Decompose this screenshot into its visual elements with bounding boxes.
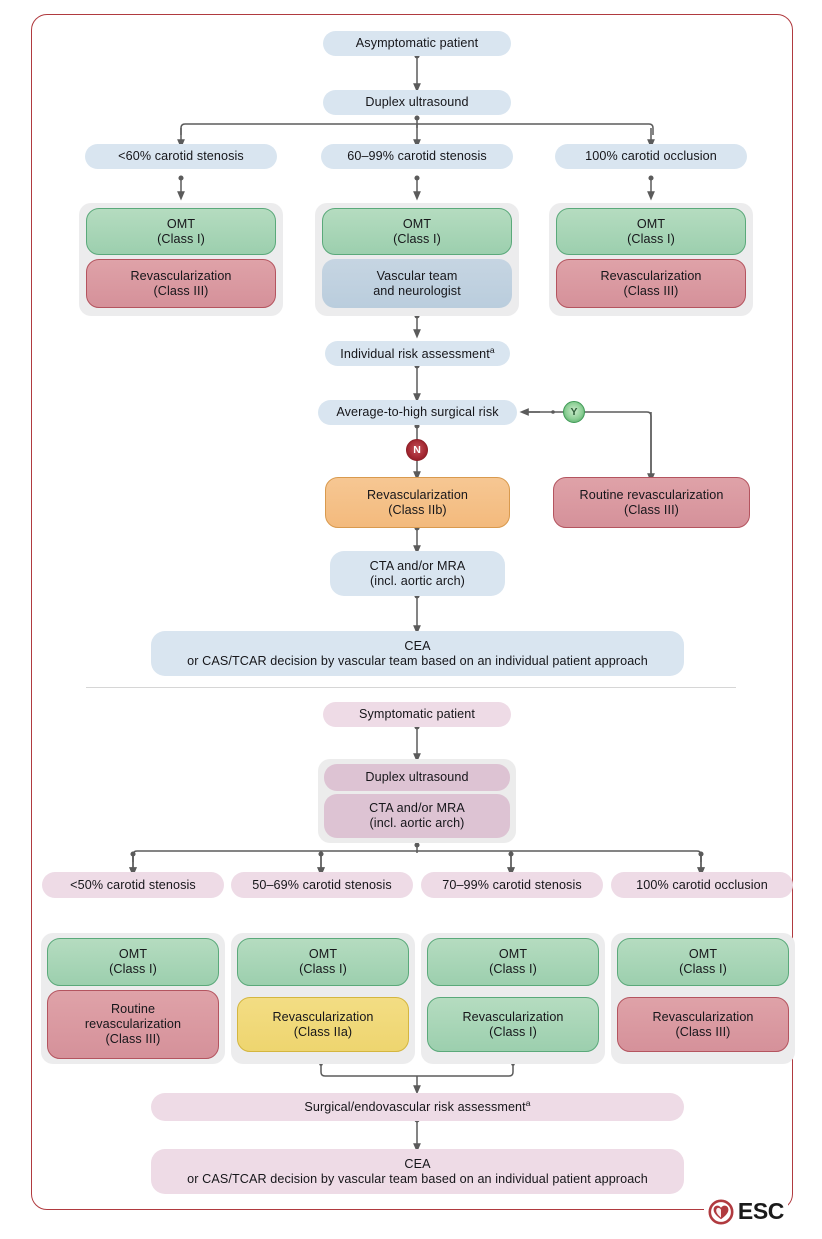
node-label-line2: revascularization	[84, 1017, 182, 1032]
node-label: Duplex ultrasound	[365, 770, 469, 785]
node-cea-symptomatic: CEA or CAS/TCAR decision by vascular tea…	[151, 1149, 684, 1194]
node-label-line1: Revascularization	[272, 1009, 374, 1024]
node-revascularization-class3-sym-col4: Revascularization (Class III)	[617, 997, 789, 1052]
node-label-line1: OMT	[308, 947, 338, 962]
branch-label: 100% carotid occlusion	[585, 149, 717, 164]
node-omt-class1-sym-col4: OMT (Class I)	[617, 938, 789, 986]
node-label-line1: Revascularization	[130, 268, 232, 283]
node-revascularization-class1-sym: Revascularization (Class I)	[427, 997, 599, 1052]
node-duplex-ultrasound-symptomatic: Duplex ultrasound	[324, 764, 510, 791]
branch-stenosis-lt60: <60% carotid stenosis	[85, 144, 277, 169]
node-label-line1: Routine	[110, 1002, 156, 1017]
node-routine-revascularization-class3: Routine revascularization (Class III)	[553, 477, 750, 528]
node-symptomatic-patient: Symptomatic patient	[323, 702, 511, 727]
esc-logo-text: ESC	[737, 1198, 784, 1224]
node-label: Surgical/endovascular risk assessmenta	[304, 1098, 531, 1115]
branch-label: 50–69% carotid stenosis	[252, 877, 392, 892]
node-label-line2: (Class IIb)	[388, 502, 447, 517]
node-label-line2: (incl. aortic arch)	[369, 816, 465, 830]
node-cta-mra-symptomatic: CTA and/or MRA (incl. aortic arch)	[324, 794, 510, 838]
node-label-line2: (Class III)	[624, 502, 679, 517]
node-label-line1: CEA	[404, 638, 431, 653]
section-divider	[86, 687, 736, 689]
node-label: Average-to-high surgical risk	[336, 405, 499, 420]
node-label-line1: Revascularization	[600, 268, 702, 283]
branch-stenosis-50-69: 50–69% carotid stenosis	[231, 872, 413, 898]
node-label-line2: (Class I)	[679, 962, 727, 976]
node-label: Asymptomatic patient	[355, 36, 479, 51]
node-individual-risk-assessment: Individual risk assessmenta	[325, 341, 510, 366]
node-label: Individual risk assessmenta	[340, 344, 495, 362]
node-label-line2: (Class I)	[299, 962, 347, 976]
node-label-line1: Vascular team	[376, 268, 458, 283]
decision-node-no: N	[406, 439, 428, 461]
footnote-marker-a: a	[489, 344, 495, 355]
node-label-line1: OMT	[498, 947, 528, 962]
branch-label: 100% carotid occlusion	[636, 877, 768, 892]
node-routine-revascularization-class3-sym: Routine revascularization (Class III)	[47, 990, 219, 1059]
node-label-line1: Revascularization	[652, 1009, 754, 1024]
decision-label: N	[413, 444, 421, 456]
node-label-line2: (Class I)	[489, 962, 537, 976]
node-label-line2: (Class III)	[623, 283, 679, 298]
node-label-line1: OMT	[688, 947, 718, 962]
footnote-marker-a: a	[525, 1098, 531, 1109]
decision-label: Y	[570, 406, 578, 418]
heart-icon	[708, 1199, 734, 1224]
node-label-line1: CTA and/or MRA	[369, 558, 466, 573]
node-label: Symptomatic patient	[359, 707, 475, 722]
node-label-line2: (Class I)	[489, 1024, 537, 1039]
esc-logo: ESC	[703, 1198, 788, 1225]
node-label: Duplex ultrasound	[365, 95, 469, 110]
node-label-line3: (Class III)	[105, 1031, 161, 1046]
node-vascular-team-neurologist: Vascular team and neurologist	[322, 259, 512, 308]
node-label-line2: (Class I)	[627, 231, 675, 246]
node-label-line1: Revascularization	[366, 487, 469, 502]
branch-label: 60–99% carotid stenosis	[347, 149, 487, 164]
node-cta-mra-asymptomatic: CTA and/or MRA (incl. aortic arch)	[330, 551, 505, 596]
node-label-line1: CEA	[404, 1156, 431, 1171]
branch-stenosis-70-99: 70–99% carotid stenosis	[421, 872, 603, 898]
node-label-line2: (Class I)	[109, 962, 157, 976]
node-label-line2: or CAS/TCAR decision by vascular team ba…	[187, 653, 648, 668]
node-omt-class1-col1: OMT (Class I)	[86, 208, 276, 255]
branch-occlusion-100: 100% carotid occlusion	[555, 144, 747, 169]
node-label-line1: Revascularization	[462, 1009, 564, 1024]
node-revascularization-class2a-sym: Revascularization (Class IIa)	[237, 997, 409, 1052]
node-label-line2: or CAS/TCAR decision by vascular team ba…	[187, 1171, 648, 1186]
node-label-line2: (Class III)	[153, 283, 209, 298]
node-duplex-ultrasound-asymptomatic: Duplex ultrasound	[323, 90, 511, 115]
node-label-line1: Routine revascularization	[579, 487, 724, 502]
node-label-line2: (Class I)	[157, 231, 205, 246]
node-label-line1: OMT	[166, 216, 196, 231]
node-average-to-high-surgical-risk: Average-to-high surgical risk	[318, 400, 517, 425]
node-revascularization-class3-col3: Revascularization (Class III)	[556, 259, 746, 308]
node-revascularization-class3-col1: Revascularization (Class III)	[86, 259, 276, 308]
node-asymptomatic-patient: Asymptomatic patient	[323, 31, 511, 56]
node-label-line2: (Class III)	[675, 1024, 731, 1039]
node-label-line2: and neurologist	[373, 283, 461, 298]
node-omt-class1-sym-col1: OMT (Class I)	[47, 938, 219, 986]
branch-stenosis-lt50: <50% carotid stenosis	[42, 872, 224, 898]
node-surgical-endovascular-risk-assessment: Surgical/endovascular risk assessmenta	[151, 1093, 684, 1121]
node-omt-class1-col3: OMT (Class I)	[556, 208, 746, 255]
branch-stenosis-60-99: 60–99% carotid stenosis	[321, 144, 513, 169]
node-omt-class1-sym-col2: OMT (Class I)	[237, 938, 409, 986]
branch-label: 70–99% carotid stenosis	[442, 877, 582, 892]
branch-occlusion-100-symptomatic: 100% carotid occlusion	[611, 872, 793, 898]
node-label-line1: OMT	[118, 947, 148, 962]
node-label-line2: (incl. aortic arch)	[370, 573, 465, 588]
node-label-line1: CTA and/or MRA	[369, 801, 465, 816]
node-label-line1: OMT	[636, 216, 666, 231]
node-label-line2: (Class I)	[393, 231, 441, 246]
branch-label: <50% carotid stenosis	[70, 877, 196, 892]
node-label-line1: OMT	[402, 216, 432, 231]
node-omt-class1-col2: OMT (Class I)	[322, 208, 512, 255]
node-label-line2: (Class IIa)	[293, 1024, 353, 1039]
node-omt-class1-sym-col3: OMT (Class I)	[427, 938, 599, 986]
decision-node-yes: Y	[563, 401, 585, 423]
node-revascularization-class2b: Revascularization (Class IIb)	[325, 477, 510, 528]
branch-label: <60% carotid stenosis	[118, 149, 244, 164]
node-cea-asymptomatic: CEA or CAS/TCAR decision by vascular tea…	[151, 631, 684, 676]
